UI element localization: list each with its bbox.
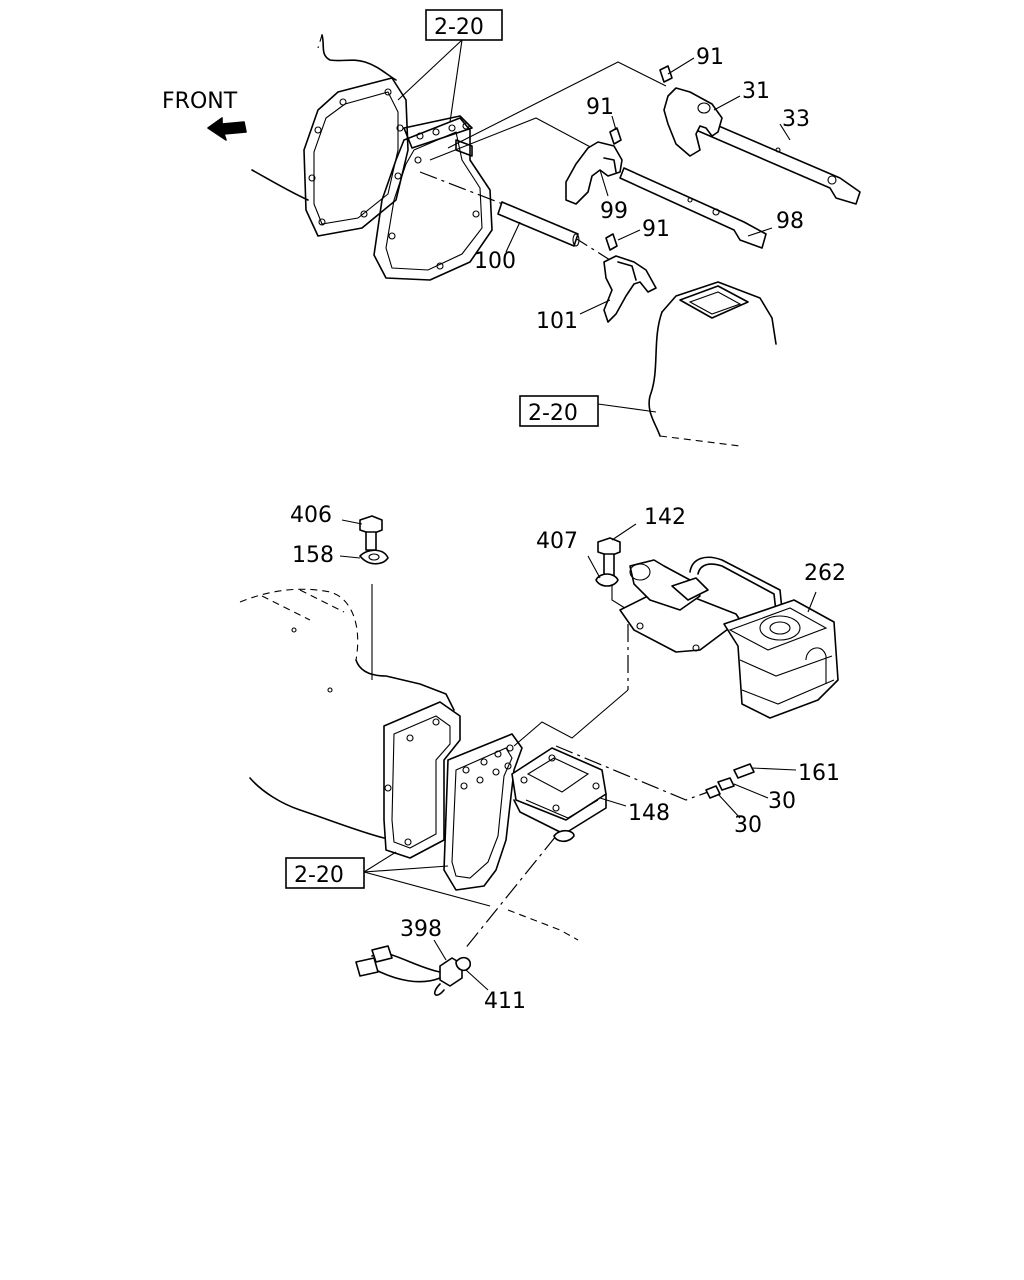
- pin-91-a: [659, 65, 673, 83]
- pin-30-a: [717, 777, 735, 791]
- top-section: 2-20: [251, 9, 861, 447]
- shift-rail-33: [695, 117, 861, 205]
- pin-161: [733, 763, 755, 779]
- front-label: FRONT: [162, 89, 238, 114]
- front-direction-indicator: FRONT: [162, 89, 247, 141]
- callout-33[interactable]: 33: [782, 107, 810, 132]
- callout-98[interactable]: 98: [776, 209, 804, 234]
- transmission-housing: [661, 281, 777, 345]
- callout-91-b[interactable]: 91: [586, 95, 614, 120]
- shift-rail-98: [619, 167, 767, 249]
- pin-91-b: [609, 127, 622, 145]
- bottom-section: 2-20 406 158 142 407 262 161 30 30 148 3…: [239, 503, 846, 1014]
- bolt-406: [359, 515, 383, 535]
- svg-text:2-20: 2-20: [528, 401, 578, 426]
- washer-411: [455, 956, 472, 972]
- callout-99[interactable]: 99: [600, 199, 628, 224]
- callout-91-c[interactable]: 91: [642, 217, 670, 242]
- svg-text:2-20: 2-20: [434, 15, 484, 40]
- callout-398[interactable]: 398: [400, 917, 442, 942]
- callout-407[interactable]: 407: [536, 529, 578, 554]
- pin-30-b: [705, 785, 721, 799]
- ref-tag-2-20-top[interactable]: 2-20: [425, 9, 503, 41]
- callout-30-a[interactable]: 30: [768, 789, 796, 814]
- shift-fork-99: [565, 141, 623, 205]
- callout-161[interactable]: 161: [798, 761, 840, 786]
- shift-rail-100: [497, 201, 579, 247]
- callout-411[interactable]: 411: [484, 989, 526, 1014]
- callout-406[interactable]: 406: [290, 503, 332, 528]
- case-face-plate: [373, 117, 493, 281]
- callout-101[interactable]: 101: [536, 309, 578, 334]
- ref-tag-2-20-bottom[interactable]: 2-20: [285, 857, 365, 889]
- callout-91-a[interactable]: 91: [696, 45, 724, 70]
- side-cover-plate: [443, 733, 523, 891]
- callout-158[interactable]: 158: [292, 543, 334, 568]
- engine-block-outline: [239, 588, 359, 661]
- callout-30-b[interactable]: 30: [734, 813, 762, 838]
- front-arrow-icon: [207, 117, 247, 141]
- clip-158: [359, 549, 389, 565]
- pin-91-c: [605, 233, 618, 251]
- bolt-142: [597, 537, 621, 557]
- shift-fork-101: [603, 255, 657, 323]
- callout-142[interactable]: 142: [644, 505, 686, 530]
- callout-100[interactable]: 100: [474, 249, 516, 274]
- callout-148[interactable]: 148: [628, 801, 670, 826]
- ref-tag-2-20-mid[interactable]: 2-20: [519, 395, 599, 427]
- callout-262[interactable]: 262: [804, 561, 846, 586]
- transmission-case-outline: [251, 34, 397, 201]
- callout-31[interactable]: 31: [742, 79, 770, 104]
- shift-fork-31: [663, 87, 723, 157]
- gasket-plate: [303, 77, 409, 237]
- washer-407: [595, 573, 619, 587]
- case-mounting-flange: [383, 701, 461, 859]
- svg-text:2-20: 2-20: [294, 863, 344, 888]
- o-ring: [553, 829, 575, 843]
